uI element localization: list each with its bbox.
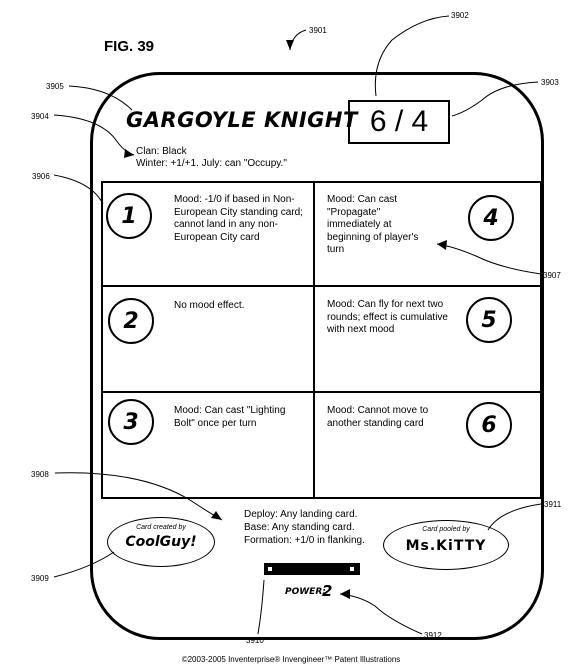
figure-label: FIG. 39 [104,38,155,55]
creator-oval [107,517,215,567]
ref-3908: 3908 [31,470,49,479]
mood-text: No mood effect. [174,300,245,311]
ref-3901: 3901 [309,26,327,35]
mood-text: Mood: -1/0 if based in Non-European City… [174,194,303,243]
stats-value: 6 / 4 [369,105,429,138]
creator-caption: Card created by [136,524,186,531]
barcode-notch [268,567,272,571]
mood-number-circle: 6 [466,402,512,448]
mood-text: Mood: Can cast "Propagate" immediately a… [327,194,419,255]
card-title: GARGOYLE KNIGHT [126,108,358,132]
mood-grid [101,181,542,499]
card-outline [90,72,544,640]
ref-3907: 3907 [543,271,561,280]
creator-signature: CoolGuy! [125,534,197,550]
seasons-line: Winter: +1/+1. July: can "Occupy." [136,158,287,169]
barcode-notch [350,567,354,571]
mood-number-circle: 1 [106,193,152,239]
ref-3904: 3904 [31,112,49,121]
power-value: 2 [322,582,333,600]
mood-number-circle: 4 [468,195,514,241]
ref-3902: 3902 [451,11,469,20]
pooler-oval [383,520,509,570]
ref-3903: 3903 [541,78,559,87]
clan-line: Clan: Black [136,146,187,157]
grid-divider-row2 [101,391,542,393]
pooler-caption: Card pooled by [422,526,470,533]
base-line: Base: Any standing card. [244,522,355,533]
mood-text: Mood: Cannot move to another standing ca… [327,405,429,429]
ref-3906: 3906 [32,172,50,181]
deploy-line: Deploy: Any landing card. [244,509,358,520]
mood-text: Mood: Can fly for next two rounds; effec… [327,299,448,335]
grid-divider-row1 [101,285,542,287]
barcode-bar [264,563,360,575]
mood-text: Mood: Can cast "Lighting Bolt" once per … [174,405,286,429]
mood-number-circle: 2 [108,298,154,344]
stats-box: 6 / 4 [348,100,450,144]
pooler-signature: Ms.KiTTY [405,538,487,554]
ref-3912: 3912 [424,631,442,640]
ref-3905: 3905 [46,82,64,91]
mood-number-circle: 3 [108,399,154,445]
ref-3909: 3909 [31,574,49,583]
power-label: POWER: [285,587,326,597]
ref-3911: 3911 [544,500,562,509]
formation-line: Formation: +1/0 in flanking. [244,535,365,546]
copyright-footer: ©2003-2005 Inventerprise® Invengineer™ P… [181,655,401,664]
mood-number-circle: 5 [466,297,512,343]
grid-divider-vertical [313,181,315,499]
ref-3910: 3910 [246,636,264,645]
